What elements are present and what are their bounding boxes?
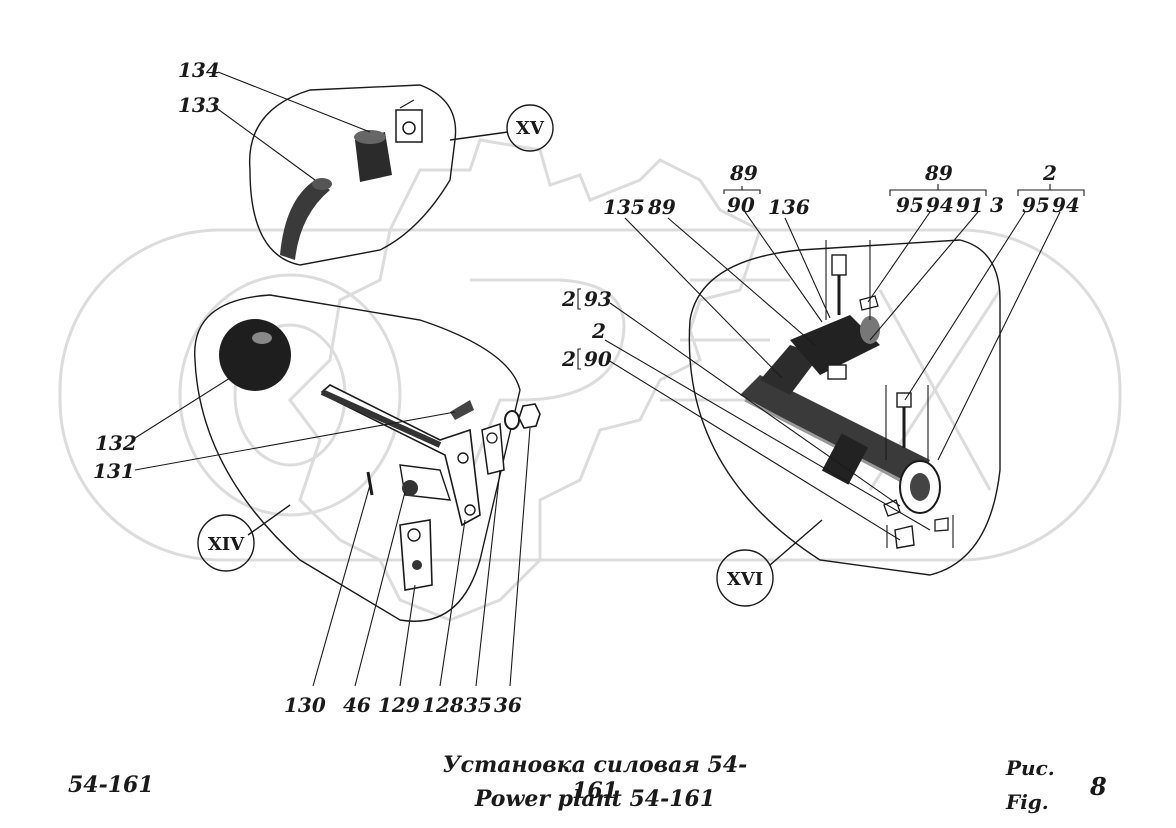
callout-labels: 134 133 132 131 130 46 129 128 35 36 135… [93, 58, 1080, 717]
pin-part [366, 471, 374, 496]
view-xvi-marker [716, 549, 774, 607]
eye-35-part [481, 422, 505, 475]
bushing-part [354, 99, 423, 182]
callout-91: 91 [956, 193, 984, 217]
callout-132: 132 [95, 431, 137, 455]
callout-2-93-prefix: 2 [561, 287, 576, 311]
callout-133: 133 [178, 93, 220, 117]
callout-95-right: 95 [1022, 193, 1050, 217]
callout-2-90-prefix: 2 [561, 347, 576, 371]
callout-90: 90 [727, 193, 755, 217]
callout-89-right: 89 [924, 161, 953, 185]
view-marker-labels: XV XIV XVI [208, 118, 763, 590]
callout-35: 35 [464, 693, 492, 717]
callout-94-right: 94 [1052, 193, 1080, 217]
view-xv-marker [506, 104, 554, 152]
callout-95: 95 [896, 193, 924, 217]
knob-part [219, 319, 291, 391]
title-english: Power plant 54-161 [474, 786, 716, 812]
view-xiv-label: XIV [208, 534, 245, 555]
watermark-logo [58, 228, 1122, 562]
callout-129: 129 [378, 693, 420, 717]
callout-130: 130 [284, 693, 326, 717]
drawing-code: 54-161 [68, 772, 154, 798]
washer-part [504, 410, 520, 430]
nut-36-part [518, 403, 541, 429]
lever-part [320, 384, 481, 527]
cylinder-part [740, 315, 941, 514]
callout-93: 93 [584, 287, 612, 311]
view-xiv-marker [197, 514, 255, 572]
title-russian: Установка силовая 54-161 [442, 752, 748, 804]
view-xv-label: XV [516, 118, 545, 139]
view-xvi-outline [688, 239, 1001, 607]
label-brackets [577, 184, 1085, 370]
watermark-gear [288, 138, 762, 622]
bolt-131-part [450, 400, 474, 420]
view-xv-outline [248, 84, 554, 266]
callout-89-top: 89 [729, 161, 758, 185]
callout-2-mid: 2 [591, 319, 606, 343]
leader-lines [134, 71, 1061, 687]
callout-131: 131 [93, 459, 135, 483]
figure-label-ru: Рис. [1006, 756, 1055, 780]
bracket-lines [825, 240, 954, 548]
callout-3: 3 [990, 193, 1004, 217]
callout-134: 134 [178, 58, 220, 82]
callout-94: 94 [926, 193, 954, 217]
callout-135: 135 [603, 195, 645, 219]
callout-89-left: 89 [647, 195, 676, 219]
clevis-129-part [399, 519, 433, 591]
callout-128: 128 [422, 693, 464, 717]
figure-number: 8 [1090, 772, 1107, 801]
callout-46: 46 [343, 693, 371, 717]
hose-part [280, 178, 332, 260]
callout-90-lower: 90 [584, 347, 612, 371]
bolt-lower-part [883, 392, 949, 549]
callout-2-top: 2 [1042, 161, 1057, 185]
pin-46-part [402, 480, 418, 496]
figure-label-en: Fig. [1006, 790, 1049, 814]
view-xiv-outline [194, 294, 521, 622]
callout-136: 136 [768, 195, 810, 219]
callout-36: 36 [494, 693, 522, 717]
view-xvi-label: XVI [727, 569, 763, 590]
